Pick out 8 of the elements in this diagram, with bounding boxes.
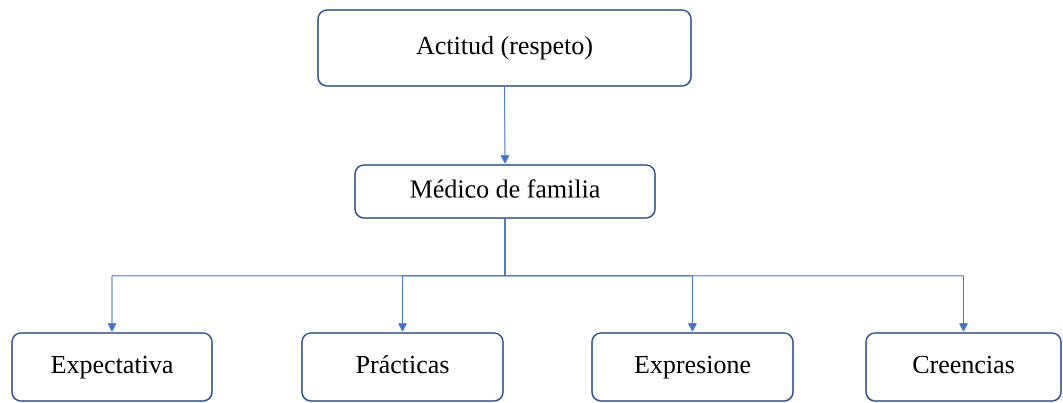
arrow: [500, 86, 510, 164]
process-box: Médico de familia: [354, 164, 656, 219]
process-box: Expectativa: [11, 332, 213, 402]
process-box: Creencias: [865, 332, 1062, 402]
process-box: Prácticas: [301, 332, 504, 402]
arrow: [504, 218, 968, 332]
process-box: Actitud (respeto): [317, 9, 692, 87]
process-box: Expresione: [591, 332, 794, 402]
